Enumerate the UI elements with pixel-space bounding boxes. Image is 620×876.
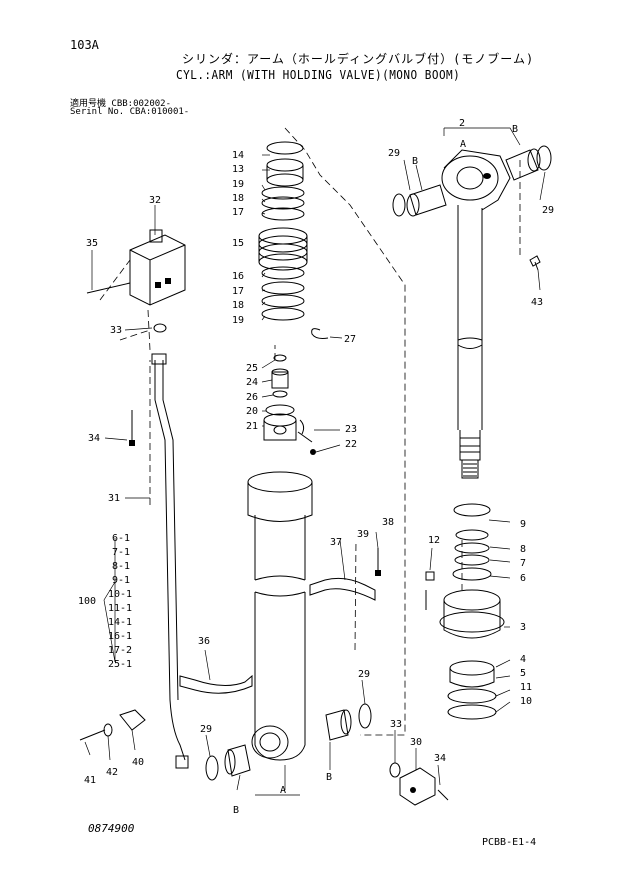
callout-32: 32	[149, 195, 161, 206]
callout-38: 38	[382, 517, 394, 528]
callout-24: 24	[246, 377, 258, 388]
callout-11: 11	[520, 682, 532, 693]
callout-30: 30	[410, 737, 422, 748]
callout-29-lower-left: 29	[200, 724, 212, 735]
callout-16: 16	[232, 271, 244, 282]
piston-rod	[441, 149, 511, 479]
callout-15: 15	[232, 238, 244, 249]
callout-40: 40	[132, 757, 144, 768]
group-item: 7-1	[112, 547, 130, 558]
callout-7: 7	[520, 558, 526, 569]
callout-33-right: 33	[390, 719, 402, 730]
parts-group-list: 6-1 7-1 8-1 9-1 10-1 11-1 14-1 16-1 17-2…	[108, 533, 132, 670]
callout-b-lower-right: B	[326, 772, 332, 783]
callout-20: 20	[246, 406, 258, 417]
callout-42: 42	[106, 767, 118, 778]
callout-8: 8	[520, 544, 526, 555]
callout-23: 23	[345, 424, 357, 435]
callout-14: 14	[232, 150, 244, 161]
callout-17-upper: 17	[232, 207, 244, 218]
applicable-serial-en: Serinl No. CBA:010001-	[70, 107, 190, 117]
callout-31: 31	[108, 493, 120, 504]
callout-41: 41	[84, 775, 96, 786]
group-item: 14-1	[108, 617, 132, 628]
callout-10: 10	[520, 696, 532, 707]
callout-5: 5	[520, 668, 526, 679]
callout-29-upper-left: 29	[388, 148, 400, 159]
page-reference: PCBB-E1-4	[482, 837, 537, 848]
group-item: 17-2	[108, 645, 132, 656]
group-label-100: 100	[78, 596, 96, 607]
clamp-36	[179, 674, 253, 694]
group-item: 25-1	[108, 659, 132, 670]
group-item: 16-1	[108, 631, 132, 642]
clamp-37	[309, 577, 376, 601]
callout-22: 22	[345, 439, 357, 450]
callout-17-lower: 17	[232, 286, 244, 297]
callout-19-lower: 19	[232, 315, 244, 326]
bushing-b-upper	[406, 148, 541, 217]
callout-9: 9	[520, 519, 526, 530]
group-item: 6-1	[112, 533, 130, 544]
grease-fitting-43	[529, 255, 541, 271]
cylinder-tube	[247, 471, 313, 761]
bolt-38-39	[375, 548, 381, 576]
fitting-30-33-34	[389, 762, 449, 806]
callout-33-left: 33	[110, 325, 122, 336]
callout-43: 43	[531, 297, 543, 308]
callout-35: 35	[86, 238, 98, 249]
callout-18-lower: 18	[232, 300, 244, 311]
callout-13: 13	[232, 164, 244, 175]
title-japanese: シリンダ：アーム（ホールディングバルブ付）(モノブーム)	[182, 52, 535, 66]
callout-a-lower: A	[280, 785, 286, 796]
callout-6: 6	[520, 573, 526, 584]
callout-12: 12	[428, 535, 440, 546]
piston-seal-stack	[258, 141, 329, 455]
group-item: 11-1	[108, 603, 132, 614]
title-english: CYL.:ARM (WITH HOLDING VALVE)(MONO BOOM)	[176, 68, 461, 82]
group-item: 10-1	[108, 589, 132, 600]
callout-39: 39	[357, 529, 369, 540]
page-code: 103A	[70, 38, 99, 52]
holding-valve-32	[86, 229, 186, 333]
callout-27: 27	[344, 334, 356, 345]
group-item: 8-1	[112, 561, 130, 572]
callout-2: 2	[459, 118, 465, 129]
callout-leaders	[84, 127, 546, 796]
callout-b-lower-left: B	[233, 805, 239, 816]
flange-fitting-40-42	[79, 709, 146, 741]
assembly-dashed-lines	[99, 127, 521, 736]
drawing-number: 0874900	[88, 822, 135, 835]
seal-29-upper	[392, 145, 552, 217]
callout-4: 4	[520, 654, 526, 665]
callout-34-right: 34	[434, 753, 446, 764]
callout-b-upper-right: B	[512, 124, 518, 135]
callout-29-mid-right: 29	[358, 669, 370, 680]
callout-labels: 2 A B B 29 29 43 14 13 19 18 17 15 16 17…	[78, 118, 554, 816]
cylinder-head-3	[425, 503, 505, 720]
callout-37: 37	[330, 537, 342, 548]
callout-b-upper-left: B	[412, 156, 418, 167]
bushing-b-lower	[224, 709, 352, 777]
applicable-serial-jp: 適用号機 CBB:002002-	[70, 99, 172, 109]
callout-36: 36	[198, 636, 210, 647]
callout-19-upper: 19	[232, 179, 244, 190]
callout-25: 25	[246, 363, 258, 374]
callout-a-upper: A	[460, 139, 466, 150]
callout-26: 26	[246, 392, 258, 403]
pipe-31	[129, 353, 189, 769]
callout-3: 3	[520, 622, 526, 633]
callout-18-upper: 18	[232, 193, 244, 204]
callout-34-left: 34	[88, 433, 100, 444]
group-item: 9-1	[112, 575, 130, 586]
callout-29-upper-right: 29	[542, 205, 554, 216]
callout-21: 21	[246, 421, 258, 432]
